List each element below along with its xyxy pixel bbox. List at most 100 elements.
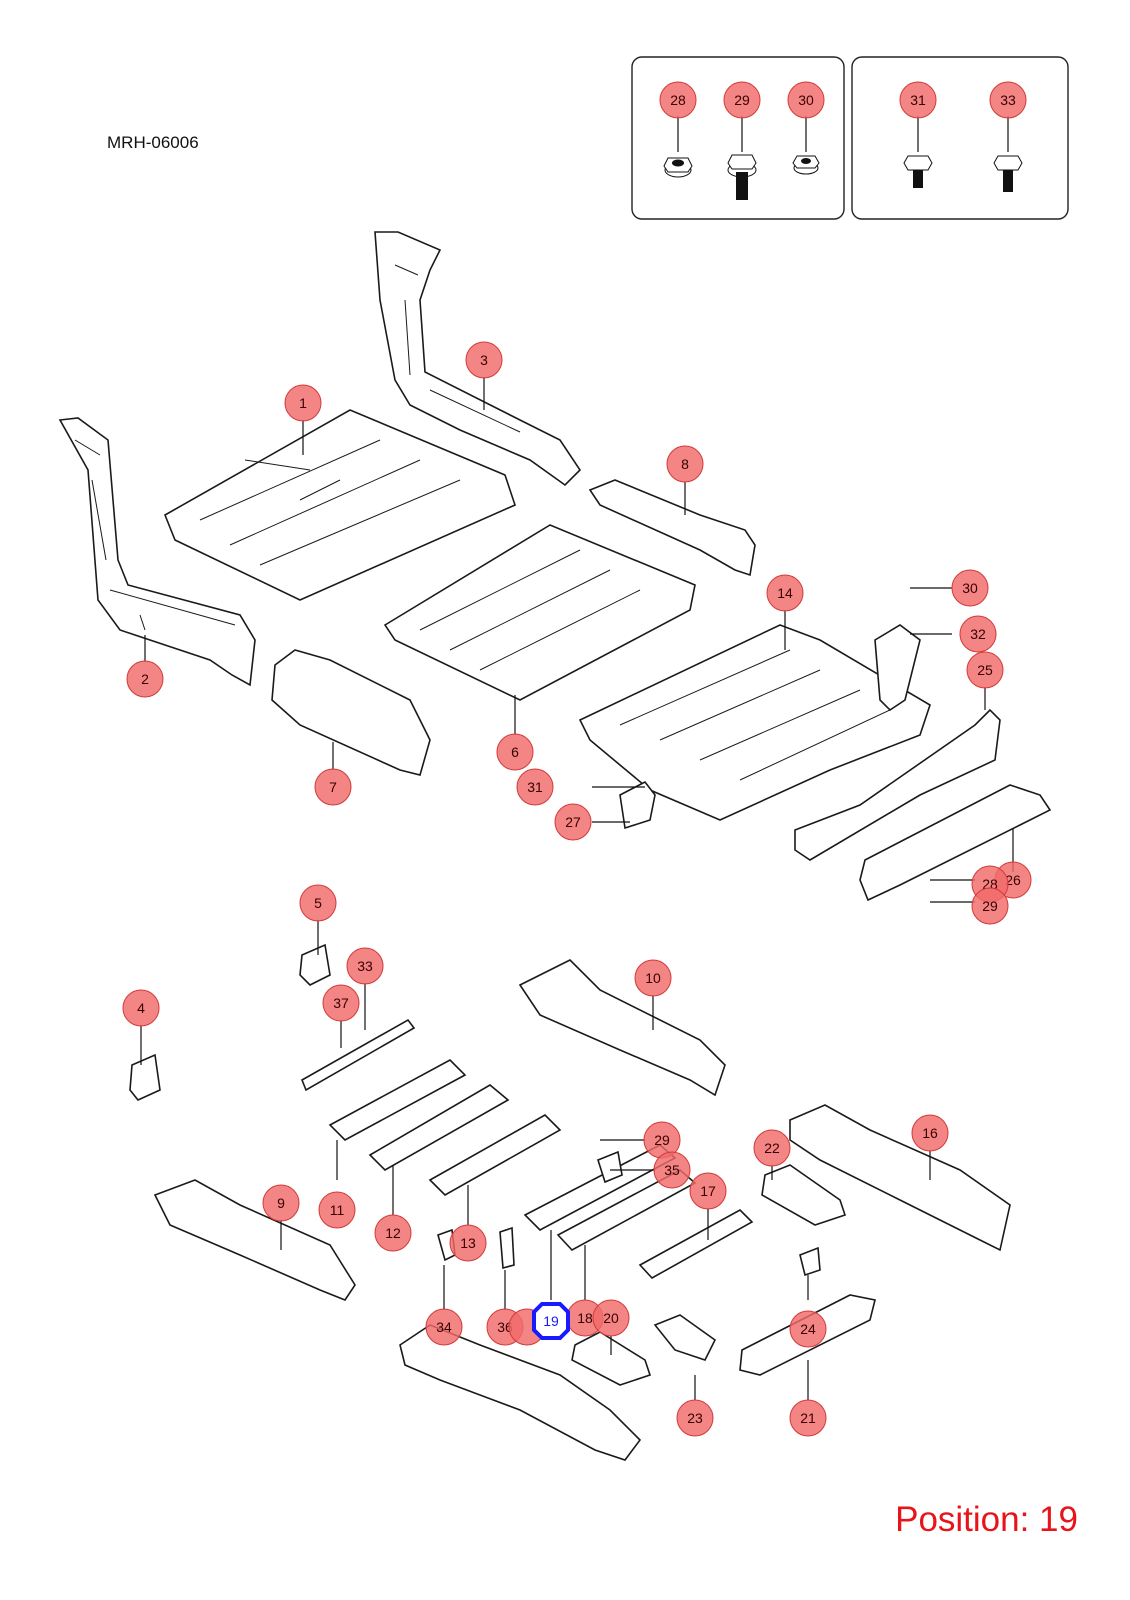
callout-7[interactable]: 7	[314, 768, 352, 806]
bolt-icon	[993, 155, 1023, 192]
callout-25[interactable]: 25	[966, 651, 1004, 689]
fastener-box-2	[851, 56, 1069, 220]
callout-24[interactable]: 24	[789, 1310, 827, 1348]
callout-8[interactable]: 8	[666, 445, 704, 483]
callout-11[interactable]: 11	[318, 1191, 356, 1229]
callout-9[interactable]: 9	[262, 1184, 300, 1222]
svg-text:33: 33	[1000, 92, 1016, 108]
part-front-frame-10	[518, 959, 726, 1097]
svg-text:18: 18	[577, 1310, 593, 1326]
callout-30[interactable]: 30	[787, 81, 825, 119]
svg-text:6: 6	[511, 744, 519, 760]
leader-lines	[140, 377, 1014, 1400]
svg-text:11: 11	[330, 1202, 345, 1218]
part-pillar-right	[374, 231, 582, 487]
ref-code: MRH-06006	[107, 133, 199, 152]
callout-5[interactable]: 5	[299, 884, 337, 922]
highlighted-callout-19[interactable]: 19	[532, 1302, 570, 1340]
callout-34[interactable]: 34	[425, 1308, 463, 1346]
callout-29c[interactable]: 29	[643, 1121, 681, 1159]
svg-text:33: 33	[357, 958, 373, 974]
svg-text:8: 8	[681, 456, 689, 472]
callout-33b[interactable]: 33	[346, 947, 384, 985]
callout-18[interactable]: 18	[566, 1299, 604, 1337]
callout-14[interactable]: 14	[766, 574, 804, 612]
svg-text:4: 4	[137, 1000, 145, 1016]
part-plate-22	[761, 1164, 847, 1226]
svg-text:31: 31	[527, 779, 543, 795]
svg-text:3: 3	[480, 352, 488, 368]
callout-17[interactable]: 17	[689, 1172, 727, 1210]
callout-33[interactable]: 33	[989, 81, 1027, 119]
svg-text:24: 24	[800, 1321, 816, 1337]
part-frame-center	[399, 1324, 642, 1461]
svg-text:13: 13	[460, 1235, 476, 1251]
part-channel-17	[638, 1209, 754, 1280]
part-mid-floor	[383, 524, 696, 701]
svg-text:9: 9	[277, 1195, 285, 1211]
part-rear-crossmember	[794, 708, 1001, 861]
part-channel-12	[368, 1084, 510, 1171]
svg-text:19: 19	[543, 1313, 559, 1329]
part-sill-inner	[271, 649, 431, 776]
bolt-icon	[903, 155, 933, 188]
svg-text:10: 10	[645, 970, 661, 986]
svg-text:29: 29	[734, 92, 750, 108]
svg-text:37: 37	[333, 995, 349, 1011]
svg-text:17: 17	[700, 1183, 716, 1199]
callout-12[interactable]: 12	[374, 1214, 412, 1252]
callout-30b[interactable]: 30	[951, 569, 989, 607]
callout-21[interactable]: 20	[592, 1299, 630, 1337]
callout-22[interactable]: 22	[753, 1129, 791, 1167]
part-frame-9	[153, 1179, 356, 1301]
svg-text:21: 21	[800, 1410, 816, 1426]
callout-2[interactable]: 2	[126, 660, 164, 698]
callout-6[interactable]: 6	[496, 733, 534, 771]
callout-31b[interactable]: 31	[516, 768, 554, 806]
callout-29b[interactable]: 29	[971, 887, 1009, 925]
svg-text:30: 30	[962, 580, 978, 596]
svg-text:22: 22	[764, 1140, 780, 1156]
part-bracket-4	[129, 1053, 161, 1101]
part-bracket-24	[799, 1246, 821, 1277]
svg-text:29: 29	[654, 1132, 670, 1148]
part-side-rail-right	[588, 479, 756, 577]
svg-text:32: 32	[970, 626, 986, 642]
fastener-box-1	[631, 56, 845, 220]
callout-13[interactable]: 13	[449, 1224, 487, 1262]
callout-32[interactable]: 32	[959, 615, 997, 653]
svg-text:25: 25	[977, 662, 993, 678]
callout-37[interactable]: 37	[322, 984, 360, 1022]
svg-text:1: 1	[299, 395, 307, 411]
callout-23[interactable]: 23	[676, 1399, 714, 1437]
part-front-floor	[163, 409, 516, 601]
svg-text:35: 35	[664, 1162, 680, 1178]
svg-text:34: 34	[436, 1319, 452, 1335]
callout-27[interactable]: 27	[554, 803, 592, 841]
callout-1[interactable]: 1	[284, 384, 322, 422]
callout-20[interactable]: 21	[789, 1399, 827, 1437]
part-rear-bumper-beam	[859, 784, 1052, 902]
callout-28[interactable]: 28	[659, 81, 697, 119]
callout-31[interactable]: 31	[899, 81, 937, 119]
callout-10[interactable]: 10	[634, 959, 672, 997]
nut-icon	[792, 155, 820, 175]
flange-bolt-icon	[727, 154, 757, 200]
svg-text:31: 31	[910, 92, 926, 108]
svg-text:28: 28	[670, 92, 686, 108]
callout-3[interactable]: 3	[465, 341, 503, 379]
part-rear-floor	[578, 624, 931, 821]
svg-text:2: 2	[141, 671, 149, 687]
callout-29[interactable]: 29	[723, 81, 761, 119]
svg-text:30: 30	[798, 92, 814, 108]
callout-4[interactable]: 4	[122, 989, 160, 1027]
callout-16[interactable]: 16	[911, 1114, 949, 1152]
part-frame-16	[789, 1104, 1011, 1252]
svg-text:23: 23	[687, 1410, 703, 1426]
svg-text:12: 12	[385, 1225, 401, 1241]
part-bracket-35	[597, 1150, 623, 1184]
svg-text:5: 5	[314, 895, 322, 911]
svg-text:16: 16	[922, 1125, 938, 1141]
callout-35[interactable]: 35	[653, 1151, 691, 1189]
